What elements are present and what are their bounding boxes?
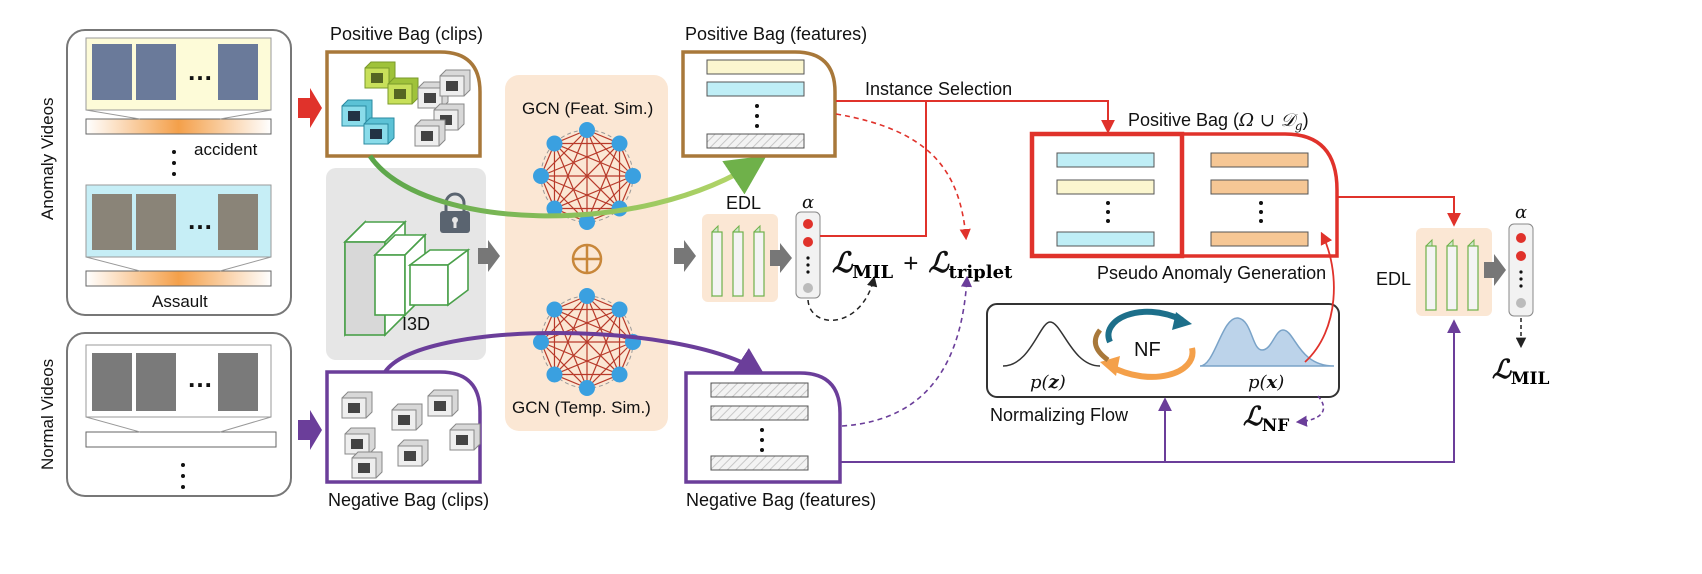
pos-omega-to-edl2-line bbox=[1337, 196, 1461, 227]
i3d-output-arrow bbox=[478, 240, 500, 272]
pseudo-anomaly-label: Pseudo Anomaly Generation bbox=[1097, 263, 1326, 283]
edl1-output-arrow bbox=[770, 243, 792, 273]
instance-selection-line bbox=[836, 100, 1115, 134]
alpha1-vector bbox=[795, 211, 821, 299]
plus-circle-icon bbox=[571, 243, 603, 275]
loss-mil-2: ℒMIL bbox=[1492, 355, 1550, 389]
neg-bag-feats-box bbox=[684, 371, 842, 484]
pz-label: p(z) bbox=[1030, 372, 1066, 393]
gcn-node bbox=[579, 380, 595, 396]
neg-bag-feats-label: Negative Bag (features) bbox=[686, 490, 876, 510]
gcn-feat-label: GCN (Feat. Sim.) bbox=[522, 99, 653, 118]
omega-inner-box bbox=[1029, 131, 1185, 259]
alpha2-label: α bbox=[1515, 202, 1527, 223]
gcn-node bbox=[546, 135, 563, 152]
red-input-arrow bbox=[298, 88, 322, 128]
px-bimodal bbox=[1199, 317, 1335, 367]
gcn-node bbox=[625, 168, 641, 184]
gcn-node bbox=[579, 122, 595, 138]
nf-loss-dashed-arrow bbox=[1295, 395, 1325, 427]
normalizing-flow-label: Normalizing Flow bbox=[990, 405, 1129, 425]
normalizing-flow-box bbox=[986, 303, 1340, 398]
edl2-output-arrow bbox=[1484, 254, 1506, 286]
px-label: p(x) bbox=[1248, 372, 1284, 393]
i3d-label: I3D bbox=[402, 314, 430, 334]
assault-label: Assault bbox=[152, 292, 208, 311]
gcn-node bbox=[579, 214, 595, 230]
gcn-node bbox=[546, 301, 563, 318]
pos-bag-clips-label: Positive Bag (clips) bbox=[330, 24, 483, 44]
gcn-edge bbox=[540, 341, 588, 389]
green-flow-curve bbox=[367, 154, 767, 219]
gcn-node bbox=[546, 200, 563, 217]
alpha1-label: α bbox=[802, 192, 814, 213]
instance-selection-label: Instance Selection bbox=[865, 79, 1012, 99]
nf-label: NF bbox=[1134, 339, 1161, 361]
gcn-edge bbox=[553, 309, 588, 389]
gcn-node bbox=[611, 135, 628, 152]
pos-bag-omega-label: Positive Bag (Ω ∪ 𝒟g) bbox=[1128, 110, 1309, 133]
pz-gaussian bbox=[1002, 321, 1101, 367]
normal-videos-label: Normal Videos bbox=[38, 359, 57, 470]
gcn-node bbox=[533, 168, 549, 184]
gcn-edge bbox=[554, 143, 620, 209]
ellipsis-anomaly-bottom: … bbox=[187, 205, 213, 235]
gcn-node bbox=[611, 301, 628, 318]
pos-bag-feats-box bbox=[681, 50, 837, 158]
edl-to-selection-line bbox=[820, 101, 927, 237]
edl1-layers bbox=[711, 224, 765, 298]
gcn-output-arrow bbox=[674, 240, 696, 272]
mil-loss-dashed-arrow bbox=[807, 275, 878, 322]
neg-bag-clips-label: Negative Bag (clips) bbox=[328, 490, 489, 510]
gcn-node bbox=[546, 366, 563, 383]
loss-mil-triplet: ℒMIL+ℒtriplet bbox=[832, 246, 1013, 283]
gcn-edge bbox=[554, 142, 634, 177]
neg-feats-to-edl2-line bbox=[1165, 319, 1461, 463]
ellipsis-anomaly-top: … bbox=[187, 56, 213, 86]
neg-feats-to-triplet-dashed bbox=[841, 275, 973, 427]
gcn-edge bbox=[554, 309, 620, 375]
purple-input-arrow bbox=[298, 410, 322, 450]
normal-videos-panel bbox=[66, 332, 292, 497]
loss-nf: ℒNF bbox=[1243, 402, 1289, 436]
ellipsis-normal: … bbox=[187, 363, 213, 393]
i3d-network-icon bbox=[343, 220, 471, 337]
px-to-pseudo-arrow bbox=[1304, 231, 1335, 363]
gcn-node bbox=[611, 366, 628, 383]
alpha2-vector bbox=[1508, 223, 1534, 317]
edl2-layers bbox=[1425, 238, 1479, 312]
cycle-arrows-icon bbox=[1092, 308, 1196, 380]
gcn-edge bbox=[553, 143, 588, 223]
anomaly-videos-panel bbox=[66, 29, 292, 316]
gcn-node bbox=[533, 334, 549, 350]
accident-label: accident bbox=[194, 140, 258, 159]
anomaly-videos-label: Anomaly Videos bbox=[38, 97, 57, 220]
gcn-temp-label: GCN (Temp. Sim.) bbox=[512, 398, 651, 417]
gcn-temp-graph bbox=[533, 288, 641, 396]
purple-flow-curve bbox=[383, 331, 765, 376]
gcn-node bbox=[579, 288, 595, 304]
edl2-label: EDL bbox=[1376, 269, 1411, 289]
pos-bag-feats-label: Positive Bag (features) bbox=[685, 24, 867, 44]
edl1-label: EDL bbox=[726, 193, 761, 213]
pos-feats-to-triplet-dashed bbox=[835, 113, 971, 241]
